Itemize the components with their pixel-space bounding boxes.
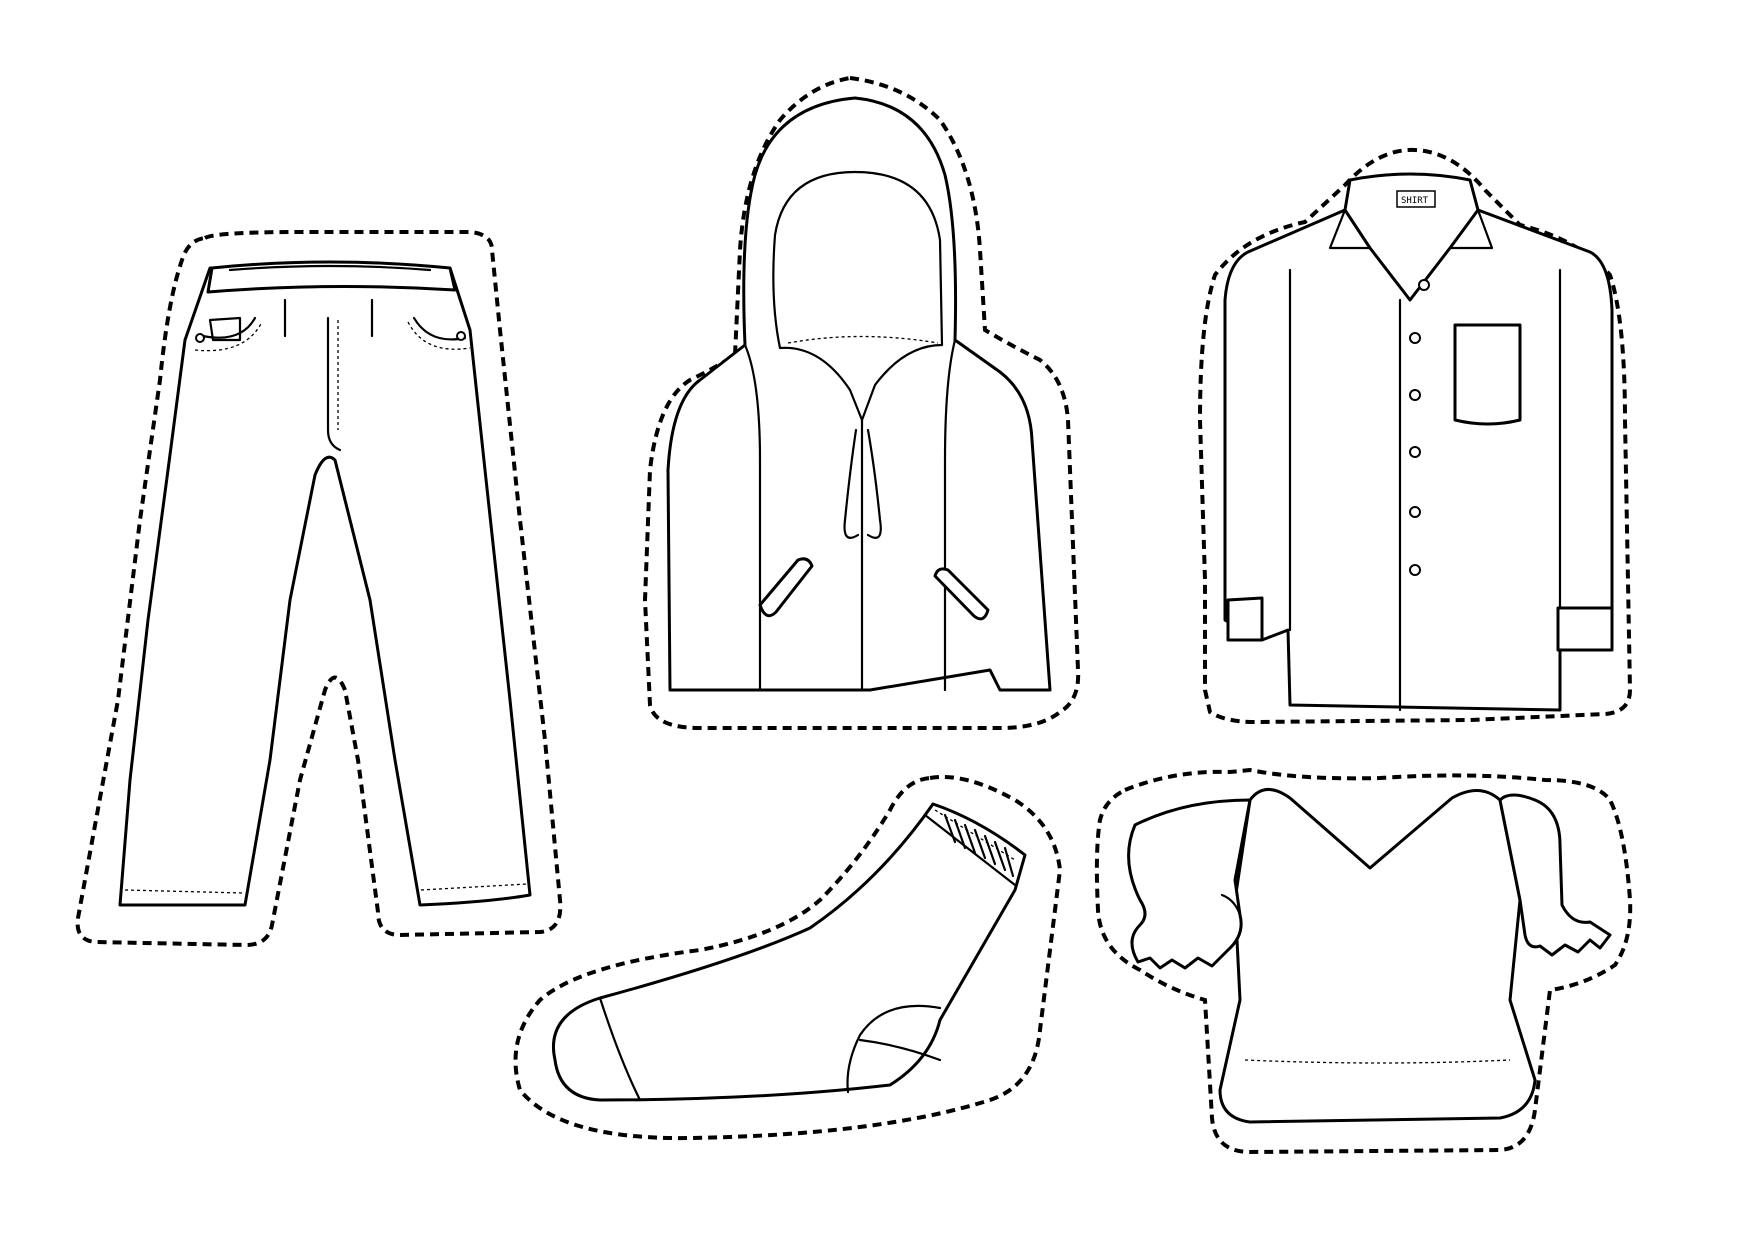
hoodie-cutout [642, 75, 1081, 730]
sock-cutout [513, 774, 1063, 1141]
blouse-cutout [1094, 767, 1633, 1155]
hoodie-cut-line [642, 75, 1081, 730]
blouse-cut-line [1094, 767, 1633, 1155]
hoodie-icon [666, 96, 1052, 692]
pants-cut-line [75, 230, 563, 948]
pants-cutout [75, 230, 563, 948]
pants-icon [118, 260, 532, 907]
shirt-tag-label: SHIRT [1401, 196, 1429, 206]
shirt-cut-line [1197, 147, 1633, 725]
sock-icon [552, 802, 1027, 1102]
shirt-cutout: SHIRT [1197, 147, 1633, 725]
shirt-tag [1396, 190, 1436, 208]
blouse-icon [1127, 788, 1612, 1124]
shirt-icon: SHIRT [1223, 172, 1614, 712]
sock-cut-line [513, 774, 1063, 1141]
